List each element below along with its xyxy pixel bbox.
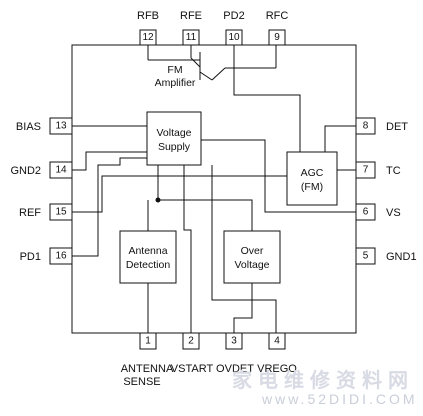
pin-label-tc: TC xyxy=(386,165,401,177)
pin-number: 9 xyxy=(274,32,280,43)
trace-ovdet xyxy=(233,283,253,333)
agc-label: (FM) xyxy=(301,181,323,193)
pin-number: 2 xyxy=(188,336,194,347)
pin-label-vrego: VREGO xyxy=(257,363,297,375)
pin-label-pd1: PD1 xyxy=(20,251,41,263)
trace-supply-bus xyxy=(157,165,253,231)
trace-det xyxy=(324,125,356,152)
pin-label-det: DET xyxy=(386,121,408,133)
junction-dot xyxy=(155,197,161,203)
antenna-detection-label: Detection xyxy=(126,259,171,271)
pin-5-box xyxy=(355,247,376,265)
pin-label-bias: BIAS xyxy=(16,121,41,133)
pin-number: 11 xyxy=(186,32,197,43)
watermark-url: www.52DIDI.COM xyxy=(261,391,418,407)
pin-label-rfb: RFB xyxy=(137,10,159,22)
trace-vstart xyxy=(183,165,192,333)
pin-label-rfe: RFE xyxy=(180,10,202,22)
pin-label-ref: REF xyxy=(19,207,41,219)
trace-gnd2 xyxy=(72,151,147,171)
pin-number: 6 xyxy=(363,207,369,218)
trace-vrego xyxy=(211,165,277,333)
pin-label-vstart: VSTART xyxy=(171,363,214,375)
pin-number: 10 xyxy=(228,32,240,43)
pin-number: 16 xyxy=(55,251,67,262)
pin-label-ovdet: OVDET xyxy=(216,363,254,375)
antenna-detection-label: Antenna xyxy=(128,245,167,257)
trace-vs xyxy=(201,139,356,213)
ic-package-outline xyxy=(71,44,357,334)
trace-pd2-agc xyxy=(233,45,301,152)
antenna-detection-block xyxy=(119,230,177,284)
fm-amplifier-label: FM xyxy=(167,64,182,76)
pin-label-sense: SENSE xyxy=(123,376,160,388)
trace-ref xyxy=(72,175,287,213)
pin-number: 5 xyxy=(363,251,369,262)
pin-9-box xyxy=(268,29,286,46)
pin-label-gnd2: GND2 xyxy=(10,165,41,177)
pin-label-antenna: ANTENNA xyxy=(121,363,174,375)
pin-number: 12 xyxy=(142,32,154,43)
agc-label: AGC xyxy=(301,167,324,179)
trace-pd1 xyxy=(72,157,147,257)
pin-number: 8 xyxy=(363,121,369,132)
fm-amplifier-label: Amplifier xyxy=(155,77,196,89)
pin-number: 14 xyxy=(55,165,67,176)
over-voltage-block xyxy=(223,230,281,284)
watermark-text: 家电维修资料网 xyxy=(232,368,414,392)
pin-label-rfc: RFC xyxy=(266,10,289,22)
over-voltage-label: Voltage xyxy=(234,259,269,271)
voltage-supply-label: Voltage xyxy=(156,127,191,139)
pin-number: 3 xyxy=(231,336,237,347)
pin-number: 1 xyxy=(145,336,151,347)
pin-number: 15 xyxy=(55,207,67,218)
voltage-supply-block xyxy=(146,111,202,166)
pin-number: 7 xyxy=(363,165,369,176)
pin-4-box xyxy=(268,332,286,350)
pin-label-gnd1: GND1 xyxy=(386,251,417,263)
pin-label-pd2: PD2 xyxy=(223,10,244,22)
pin-number: 13 xyxy=(55,121,67,132)
over-voltage-label: Over xyxy=(241,245,264,257)
pin-number: 4 xyxy=(274,336,280,347)
agc-block xyxy=(286,151,338,206)
voltage-supply-label: Supply xyxy=(158,141,191,153)
pin-label-vs: VS xyxy=(386,207,401,219)
